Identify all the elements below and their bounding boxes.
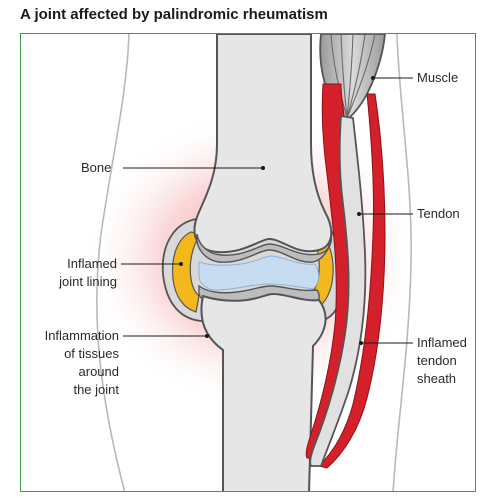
diagram-frame: Muscle Bone Tendon Inflamed joint lining… — [20, 33, 476, 492]
leader-tendon-sheath-dot — [359, 341, 363, 345]
label-inflamed-tendon-sheath: Inflamed tendon sheath — [417, 335, 467, 386]
figure-title: A joint affected by palindromic rheumati… — [20, 6, 328, 23]
muscle-fibres — [330, 34, 376, 119]
label-muscle: Muscle — [417, 70, 459, 85]
joint-fluid — [198, 255, 320, 291]
joint-illustration — [83, 34, 423, 491]
label-inflamed-joint-lining: Inflamed joint lining — [59, 256, 117, 289]
lower-bone — [200, 292, 327, 491]
label-inflammation-tissues: Inflammation of tissues around the joint — [44, 328, 119, 397]
skin-outline-right — [392, 34, 412, 491]
tendon-sheath-right — [318, 93, 386, 469]
leader-joint-lining-dot — [179, 262, 183, 266]
tendon — [309, 114, 367, 467]
leader-bone-dot — [261, 166, 265, 170]
leader-inflammation-dot — [205, 334, 209, 338]
skin-outline-left — [96, 34, 130, 491]
upper-cartilage — [196, 231, 333, 263]
label-bone: Bone — [81, 160, 112, 175]
leader-muscle-dot — [371, 76, 375, 80]
label-tendon: Tendon — [417, 206, 460, 221]
leader-tendon-dot — [357, 212, 361, 216]
upper-bone — [193, 34, 333, 254]
